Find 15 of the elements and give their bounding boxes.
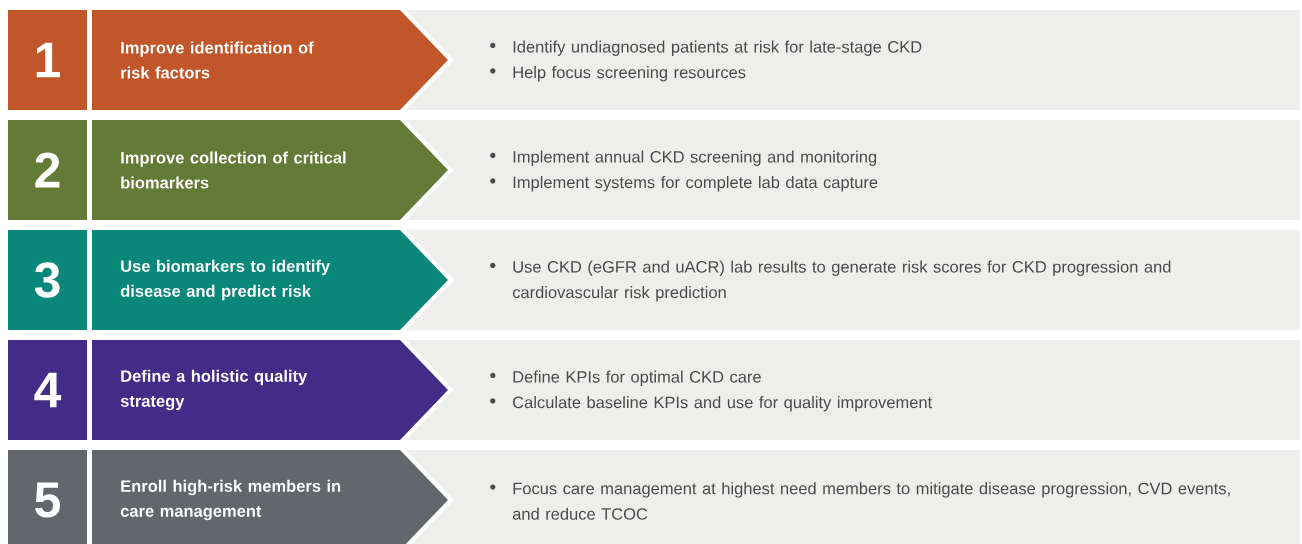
number-box: 5: [8, 450, 87, 544]
bullet-panel: Implement annual CKD screening and monitoring Implement systems for complete lab data capture: [406, 120, 1300, 220]
arrow-banner: Improve collection of critical biomarkers: [92, 120, 448, 220]
number-box: 3: [8, 230, 87, 330]
arrow-banner: Use biomarkers to identify disease and predict risk: [92, 230, 448, 330]
bullet-panel: Define KPIs for optimal CKD care Calculate baseline KPIs and use for quality improvement: [406, 340, 1300, 440]
number-box: 4: [8, 340, 87, 440]
arrow-banner: Define a holistic quality strategy: [92, 340, 448, 440]
number-box: 1: [8, 10, 87, 110]
arrow-banner: Enroll high-risk members in care management: [92, 450, 448, 544]
bullet-panel: Focus care management at highest need members to mitigate disease progression, CVD events, and reduce TCOC: [406, 450, 1300, 544]
bullet-panel: Use CKD (eGFR and uACR) lab results to generate risk scores for CKD progression and cardiovascular risk prediction: [406, 230, 1300, 330]
bullet-panel: Identify undiagnosed patients at risk for late-stage CKD Help focus screening resources: [406, 10, 1300, 110]
number-box: 2: [8, 120, 87, 220]
arrow-banner: Improve identification of risk factors: [92, 10, 448, 110]
